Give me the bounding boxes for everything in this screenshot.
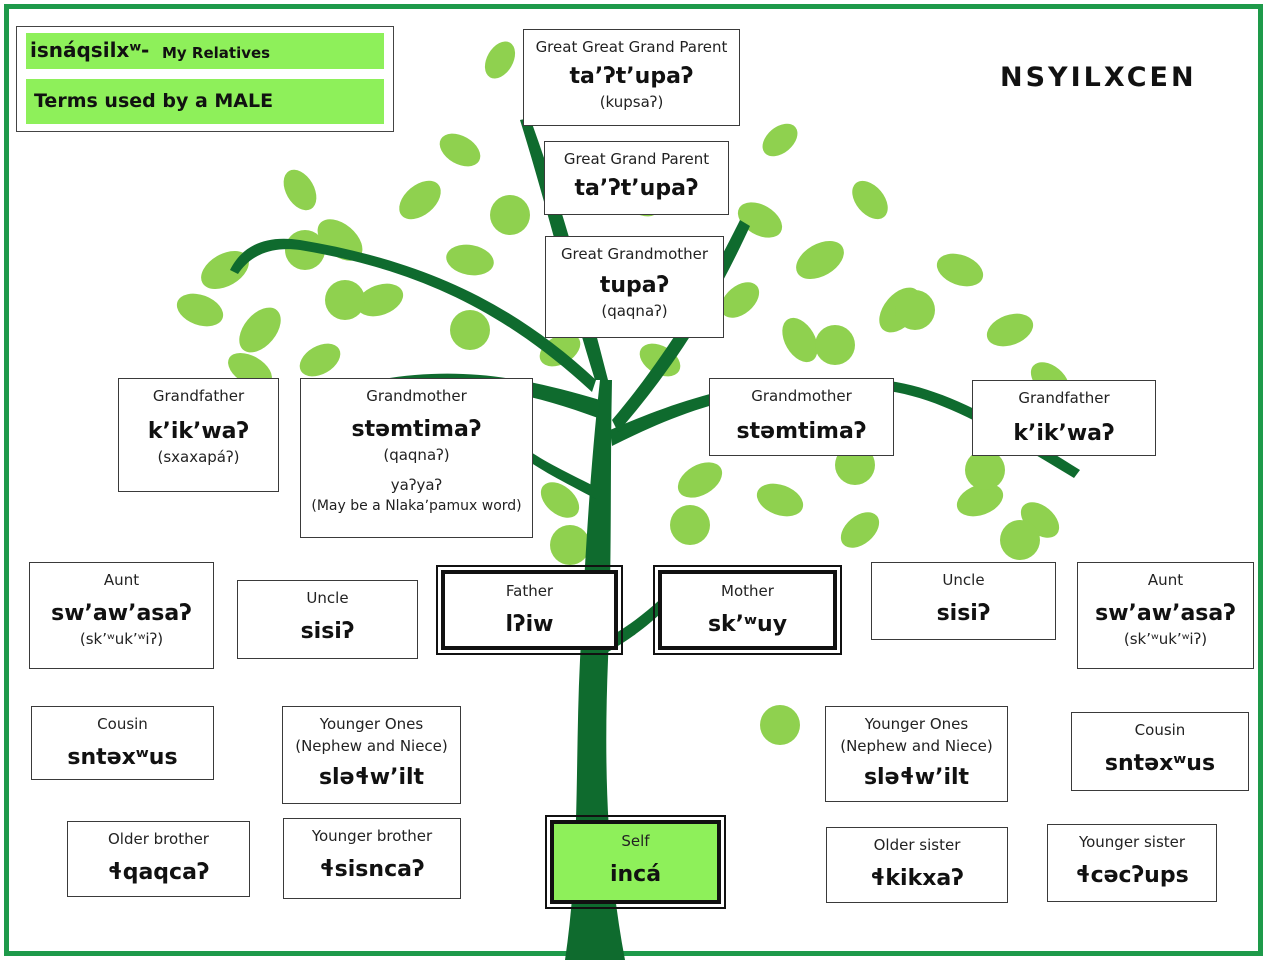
- node-term: ɬcəcʔups: [1075, 863, 1189, 888]
- node-label: Mother: [721, 582, 774, 600]
- title-sep: -: [134, 38, 157, 62]
- node-label: Grandfather: [152, 387, 245, 405]
- node-cousin-right: Cousin sntəxʷus: [1071, 712, 1249, 791]
- node-grandmother-left: Grandmother stəmtimaʔ (qaqnaʔ) yaʔyaʔ (M…: [300, 378, 533, 538]
- node-great-great-grand-parent: Great Great Grand Parent taʼʔtʼupaʔ (kup…: [523, 29, 740, 126]
- node-uncle-right: Uncle sisiʔ: [871, 562, 1056, 640]
- page-border: [4, 4, 1263, 956]
- node-alt-term: (skʼʷukʼʷiʔ): [79, 630, 164, 648]
- node-term: stəmtimaʔ: [736, 419, 867, 444]
- node-term: kʼikʼwaʔ: [1013, 421, 1115, 446]
- node-uncle-left: Uncle sisiʔ: [237, 580, 418, 659]
- node-label: Self: [621, 832, 650, 850]
- title-bar: isnáqsilxʷ - My Relatives: [26, 33, 384, 69]
- node-grandfather-left: Grandfather kʼikʼwaʔ (sxaxapáʔ): [118, 378, 279, 492]
- subtitle-bar: Terms used by a MALE: [26, 79, 384, 124]
- node-older-sister: Older sister ɬkikxaʔ: [826, 827, 1008, 903]
- node-aunt-left: Aunt swʼawʼasaʔ (skʼʷukʼʷiʔ): [29, 562, 214, 669]
- node-older-brother: Older brother ɬqaqcaʔ: [67, 821, 250, 897]
- node-alt-term-2: yaʔyaʔ: [390, 476, 443, 494]
- node-alt-term: (skʼʷukʼʷiʔ): [1123, 630, 1208, 648]
- node-term: ɬsisncaʔ: [319, 857, 425, 882]
- node-mother: Mother skʼʷuy: [653, 565, 842, 655]
- node-term: sisiʔ: [936, 601, 991, 626]
- node-term: taʼʔtʼupaʔ: [574, 176, 699, 201]
- node-self: Self incá: [545, 815, 726, 909]
- node-term: sləɬwʼilt: [863, 765, 970, 790]
- node-label: Great Grand Parent: [563, 150, 710, 168]
- node-term: kʼikʼwaʔ: [147, 419, 250, 444]
- node-label: Aunt: [103, 571, 140, 589]
- node-term: ɬqaqcaʔ: [107, 860, 210, 885]
- node-label: Grandfather: [1018, 389, 1110, 407]
- node-label: Older brother: [108, 830, 209, 848]
- node-alt-term: (sxaxapáʔ): [157, 448, 240, 466]
- node-term: lʔiw: [505, 612, 554, 637]
- legend-box: isnáqsilxʷ - My Relatives Terms used by …: [16, 26, 394, 132]
- node-label: Great Grandmother: [560, 245, 709, 263]
- node-term: sntəxʷus: [67, 745, 178, 770]
- node-label: Aunt: [1147, 571, 1184, 589]
- node-term: sisiʔ: [300, 619, 355, 644]
- node-great-grand-parent: Great Grand Parent taʼʔtʼupaʔ: [544, 141, 729, 215]
- node-younger-ones-right: Younger Ones (Nephew and Niece) sləɬwʼil…: [825, 706, 1008, 802]
- node-grandmother-right: Grandmother stəmtimaʔ: [709, 378, 894, 456]
- subtitle: Terms used by a MALE: [34, 90, 274, 112]
- node-label: Younger Ones: [319, 715, 424, 733]
- node-term: swʼawʼasaʔ: [51, 601, 192, 626]
- logo-text: NSYILXCEN: [1000, 62, 1197, 93]
- node-label: Great Great Grand Parent: [535, 38, 728, 56]
- node-grandfather-right: Grandfather kʼikʼwaʔ: [972, 380, 1156, 456]
- node-term: skʼʷuy: [707, 612, 788, 637]
- node-label-2: (Nephew and Niece): [840, 737, 993, 755]
- node-alt-term: (qaqnaʔ): [601, 302, 668, 320]
- node-father: Father lʔiw: [436, 565, 623, 655]
- node-label-2: (Nephew and Niece): [295, 737, 448, 755]
- node-term: sntəxʷus: [1104, 751, 1216, 776]
- node-younger-ones-left: Younger Ones (Nephew and Niece) sləɬwʼil…: [282, 706, 461, 804]
- node-alt-term: (kupsaʔ): [599, 93, 664, 111]
- node-term: taʼʔtʼupaʔ: [569, 64, 694, 89]
- node-term: sləɬwʼilt: [318, 765, 425, 790]
- node-note: (May be a Nlakaʼpamux word): [311, 498, 522, 514]
- node-younger-sister: Younger sister ɬcəcʔups: [1047, 824, 1217, 902]
- node-label: Father: [505, 582, 554, 600]
- node-alt-term: (qaqnaʔ): [383, 446, 450, 464]
- node-label: Younger brother: [311, 827, 433, 845]
- node-label: Younger sister: [1078, 833, 1186, 851]
- node-term: stəmtimaʔ: [351, 417, 482, 442]
- node-label: Cousin: [97, 715, 148, 733]
- node-label: Grandmother: [366, 387, 467, 405]
- node-cousin-left: Cousin sntəxʷus: [31, 706, 214, 780]
- node-term: swʼawʼasaʔ: [1095, 601, 1236, 626]
- node-term: tupaʔ: [599, 273, 670, 298]
- node-great-grandmother: Great Grandmother tupaʔ (qaqnaʔ): [545, 236, 724, 338]
- node-label: Uncle: [942, 571, 985, 589]
- node-term: incá: [609, 862, 662, 887]
- node-label: Cousin: [1134, 721, 1186, 739]
- node-label: Older sister: [873, 836, 961, 854]
- node-label: Grandmother: [751, 387, 852, 405]
- title-sub: My Relatives: [162, 44, 271, 62]
- node-aunt-right: Aunt swʼawʼasaʔ (skʼʷukʼʷiʔ): [1077, 562, 1254, 669]
- node-younger-brother: Younger brother ɬsisncaʔ: [283, 818, 461, 899]
- node-label: Uncle: [306, 589, 349, 607]
- title-main: isnáqsilxʷ: [30, 38, 142, 62]
- node-term: ɬkikxaʔ: [870, 866, 964, 891]
- node-label: Younger Ones: [864, 715, 969, 733]
